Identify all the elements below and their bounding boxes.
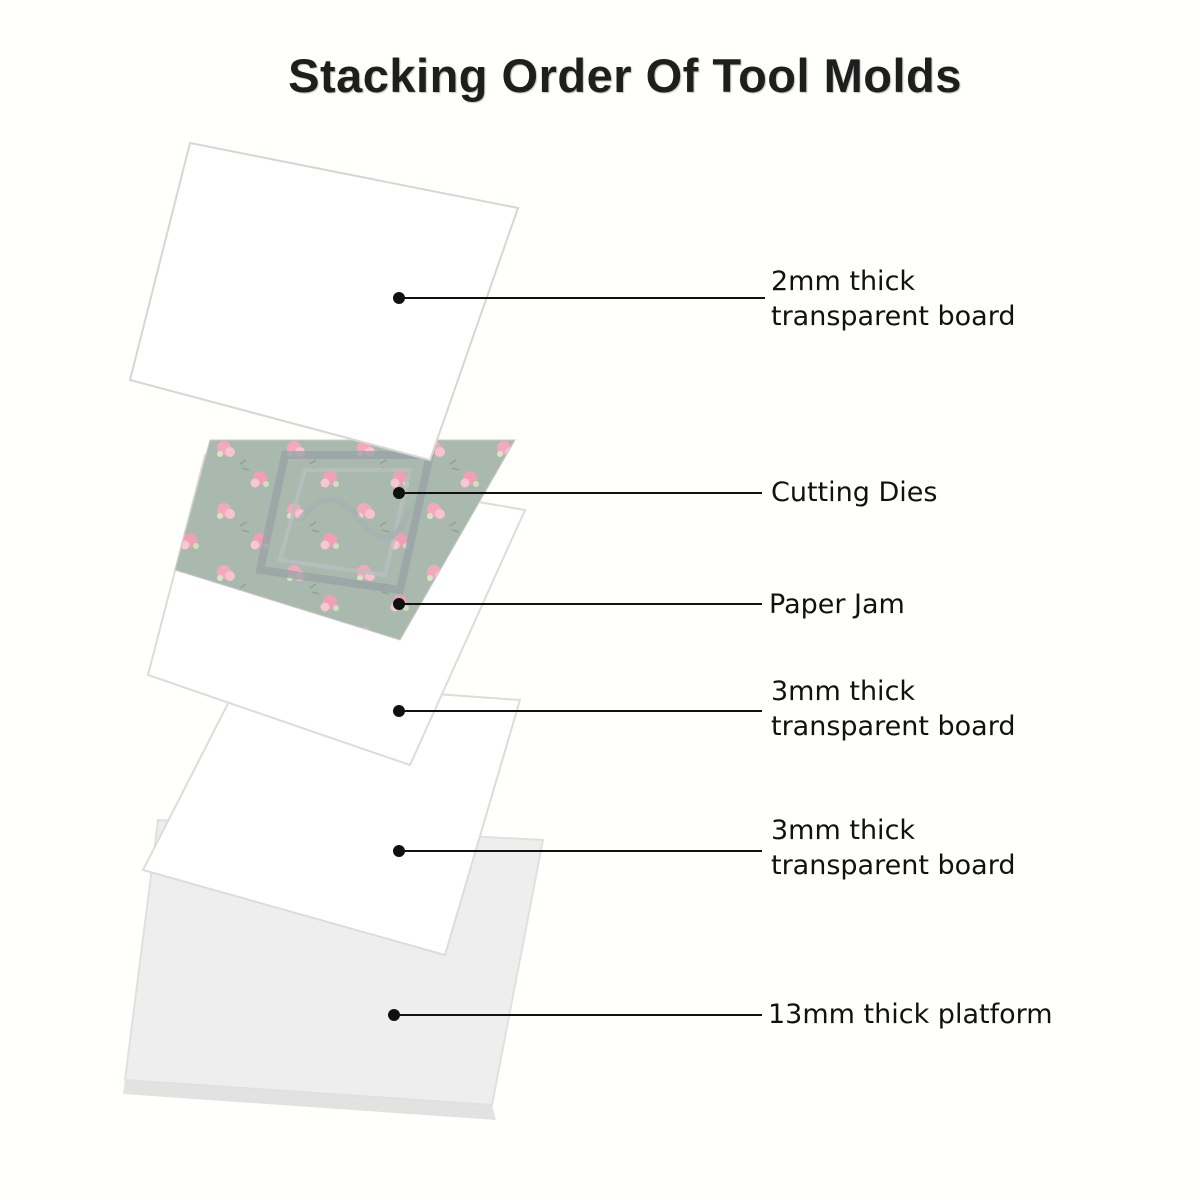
label-line: Paper Jam [769,589,905,620]
label-lower-board: 3mm thick transparent board [771,813,1015,883]
label-line: transparent board [771,850,1016,881]
label-cutting-dies: Cutting Dies [771,475,937,510]
label-paper-jam: Paper Jam [769,587,905,622]
label-middle-board: 3mm thick transparent board [771,674,1015,744]
label-line: transparent board [771,711,1016,742]
leader-lines [388,292,765,1021]
label-line: Cutting Dies [771,477,938,508]
cutting-die-layer [255,451,435,595]
label-line: 13mm thick platform [768,999,1053,1030]
top-board-layer [128,141,520,462]
diagram-title: Stacking Order Of Tool Molds [288,49,962,102]
label-top-board: 2mm thick transparent board [771,264,1015,334]
label-line: 2mm thick [771,266,916,297]
label-line: transparent board [771,301,1016,332]
label-line: 3mm thick [771,676,916,707]
label-platform: 13mm thick platform [768,997,1053,1032]
label-line: 3mm thick [771,815,916,846]
